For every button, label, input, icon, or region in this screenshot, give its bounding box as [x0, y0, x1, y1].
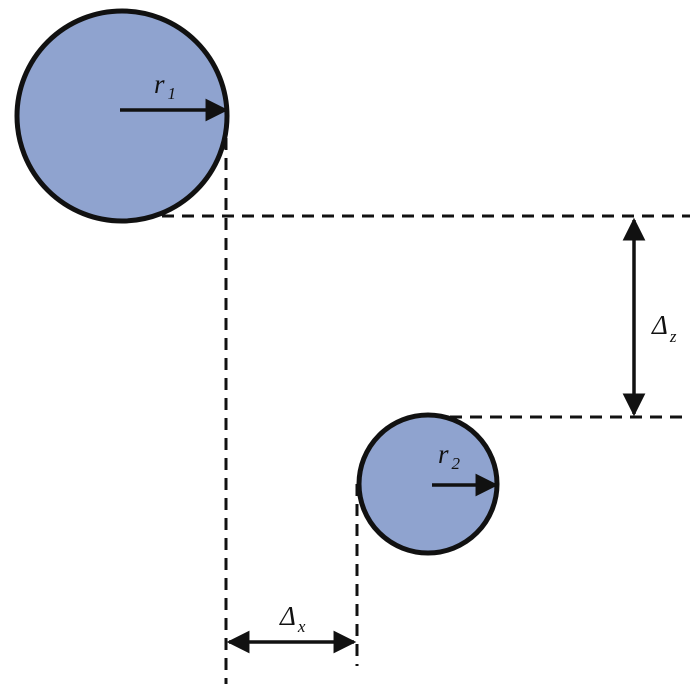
label-delta-x-symbol: Δ	[279, 601, 296, 631]
label-delta-z-subscript: z	[669, 327, 677, 346]
label-delta-z-symbol: Δ	[651, 310, 668, 340]
label-r1-subscript: 1	[168, 84, 177, 103]
label-r1-symbol: r	[154, 69, 165, 99]
label-r2-subscript: 2	[452, 454, 461, 473]
label-r2-symbol: r	[438, 439, 449, 469]
circle-1	[14, 8, 230, 224]
label-delta-x-subscript: x	[297, 617, 306, 636]
